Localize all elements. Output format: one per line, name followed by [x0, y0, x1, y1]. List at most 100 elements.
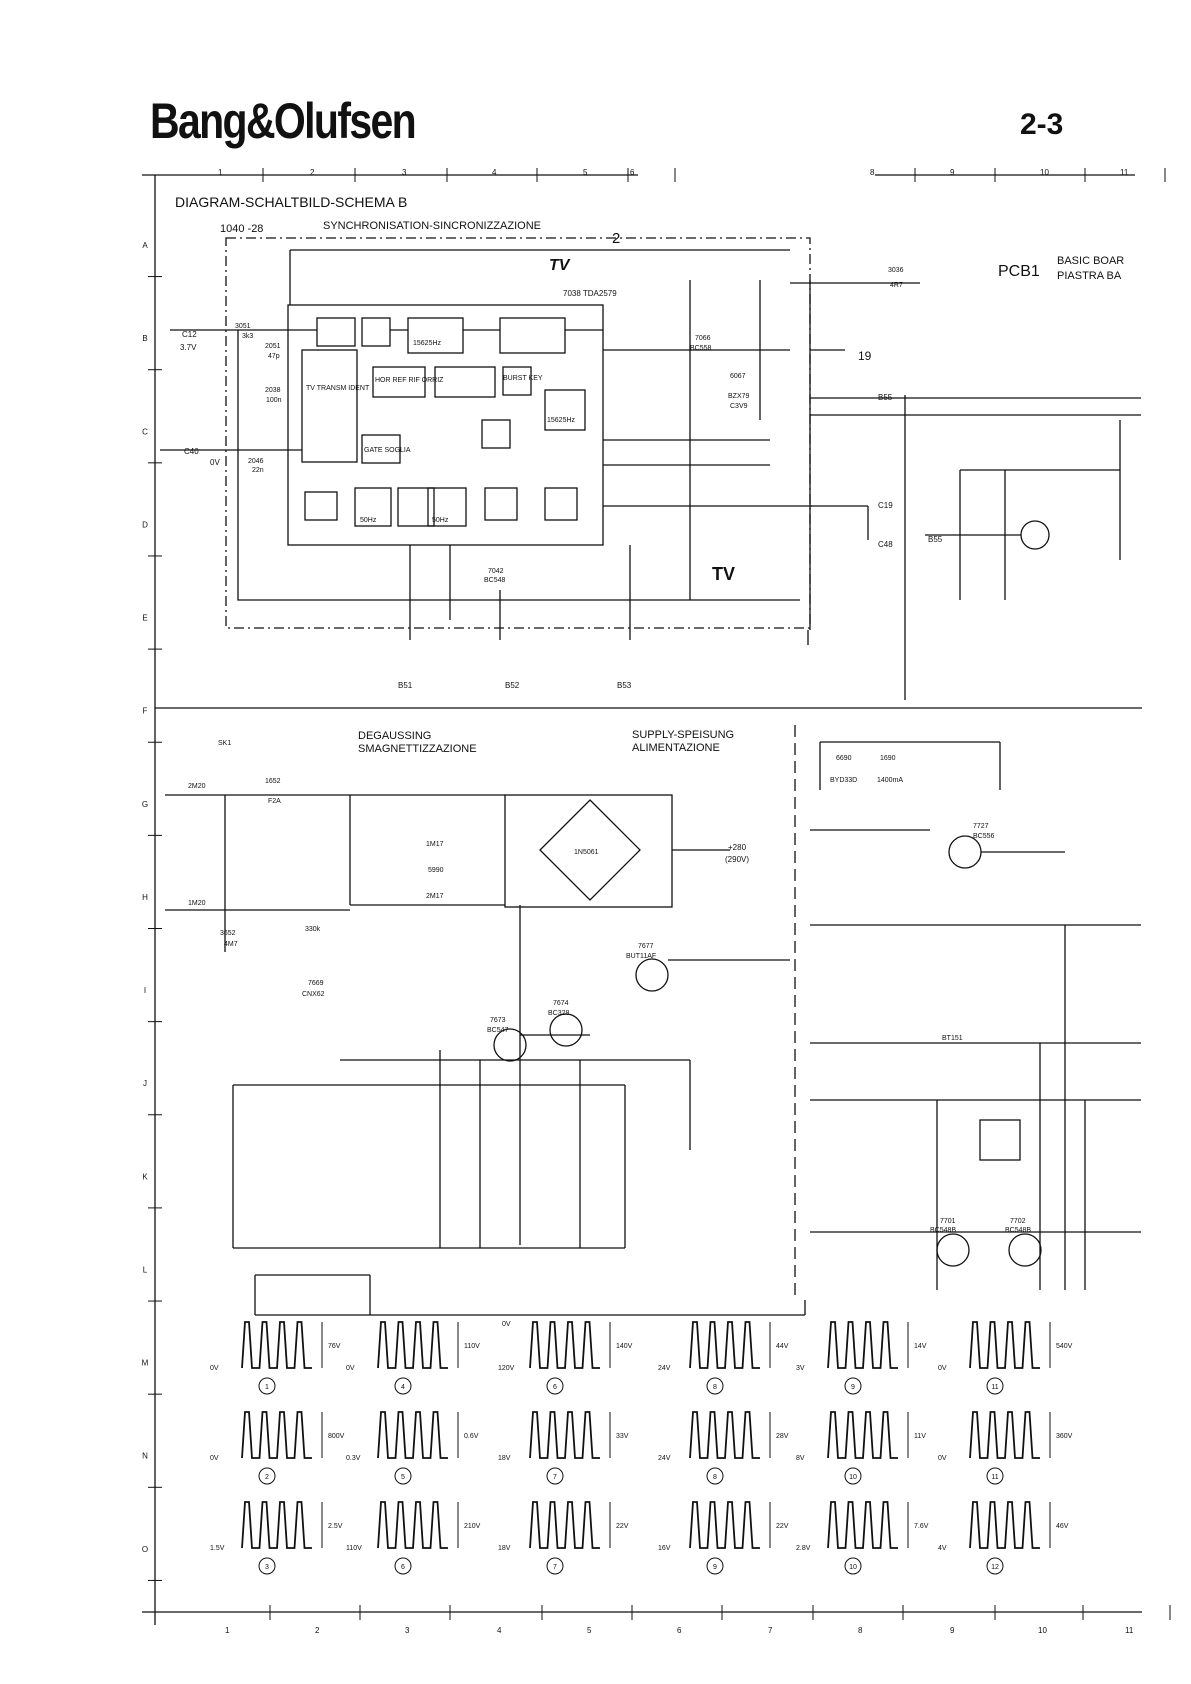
waveform-amplitude-label: 800V	[328, 1433, 345, 1440]
v-280: +280	[728, 843, 747, 852]
comp-2038: 2038	[265, 387, 281, 394]
waveform-trace	[969, 1501, 1040, 1549]
waveform-id-circle	[546, 1557, 564, 1575]
waveform-id-label: 7	[553, 1474, 557, 1481]
ruler-left-label: A	[142, 241, 148, 250]
sk1-label: SK1	[218, 740, 231, 747]
comp-3652: 3652	[220, 930, 236, 937]
waveform-trace	[689, 1411, 760, 1459]
waveform-amplitude-label: 28V	[776, 1433, 789, 1440]
waveform-id-circle	[258, 1377, 276, 1395]
ic-block-15625-b: 15625Hz	[547, 417, 576, 424]
waveform-id-circle	[706, 1467, 724, 1485]
waveform-id-circle	[394, 1557, 412, 1575]
comp-7701: 7701	[940, 1218, 956, 1225]
comp-2m17: 2M17	[426, 893, 444, 900]
waveform-amplitude-label: 7.6V	[914, 1523, 929, 1530]
waveform-id-circle	[546, 1377, 564, 1395]
comp-byd33d: BYD33D	[830, 777, 857, 784]
waveform-id-circle	[258, 1557, 276, 1575]
waveform-id-label: 10	[849, 1474, 857, 1481]
brand-logo-text: Bang&Olufsen	[150, 93, 417, 149]
board-code: 1040 -28	[220, 223, 263, 235]
waveform-id-label: 2	[265, 1474, 269, 1481]
waveform-baseline-label: 2.8V	[796, 1545, 811, 1552]
comp-6690: 6690	[836, 755, 852, 762]
waveform-trace	[377, 1321, 448, 1369]
ruler-top-label: 10	[1040, 168, 1049, 177]
comp-bt151: BT151	[942, 1035, 963, 1042]
waveform-id-circle	[844, 1377, 862, 1395]
waveform-trace	[529, 1321, 600, 1369]
pcb-desc-2: PIASTRA BA	[1057, 270, 1122, 282]
waveform-amplitude-label: 11V	[914, 1433, 926, 1440]
ruler-left-label: J	[143, 1079, 147, 1088]
ruler-top-label: 9	[950, 168, 955, 177]
waveform-amplitude-label: 14V	[914, 1343, 927, 1350]
comp-100n: 100n	[266, 397, 282, 404]
ruler-left-label: G	[142, 800, 148, 809]
comp-bc548: BC548	[484, 577, 506, 584]
waveform-panel: 2.5V1.5V3	[210, 1501, 343, 1575]
ruler-bottom-label: 8	[858, 1626, 863, 1635]
waveform-amplitude-label: 22V	[616, 1523, 629, 1530]
ruler-bottom-label: 4	[497, 1626, 502, 1635]
waveform-id-label: 5	[401, 1474, 405, 1481]
ruler-bottom-label: 10	[1038, 1626, 1047, 1635]
ruler-left-label: F	[143, 707, 148, 716]
conn-c19: C19	[878, 501, 893, 510]
waveform-id-label: 9	[851, 1384, 855, 1391]
v-280-290: (290V)	[725, 855, 749, 864]
comp-1690: 1690	[880, 755, 896, 762]
waveform-amplitude-label: 360V	[1056, 1433, 1073, 1440]
comp-7673: 7673	[490, 1017, 506, 1024]
conn-c48: C48	[878, 540, 893, 549]
ruler-bottom-label: 9	[950, 1626, 955, 1635]
ruler-bottom-label: 6	[677, 1626, 682, 1635]
section-sync-title: SYNCHRONISATION-SINCRONIZZAZIONE	[323, 220, 541, 232]
comp-4m7: 4M7	[224, 941, 238, 948]
ic-block-gate: GATE SOGLIA	[364, 447, 411, 454]
waveform-id-circle	[706, 1557, 724, 1575]
ruler-left-label: D	[142, 520, 148, 529]
waveform-amplitude-label: 0.6V	[464, 1433, 479, 1440]
waveform-baseline-label: 0V	[210, 1365, 219, 1372]
waveform-id-circle	[394, 1467, 412, 1485]
section-supply-title-2: ALIMENTAZIONE	[632, 742, 720, 754]
section-degauss-title-2: SMAGNETTIZZAZIONE	[358, 743, 477, 755]
v-c12: 3.7V	[180, 343, 197, 352]
page-number: 2-3	[1020, 108, 1064, 141]
ic-block-50hz-a: 50Hz	[360, 517, 377, 524]
ruler-bottom-label: 2	[315, 1626, 320, 1635]
section-supply-title-1: SUPPLY-SPEISUNG	[632, 729, 734, 741]
conn-c40: C40	[184, 447, 199, 456]
comp-f2a: F2A	[268, 798, 281, 805]
comp-330k: 330k	[305, 926, 321, 933]
ruler-left-label: E	[142, 614, 147, 623]
waveform-trace	[689, 1501, 760, 1549]
waveform-trace	[241, 1501, 312, 1549]
tv-badge-1: TV	[549, 257, 571, 274]
waveform-amplitude-label: 33V	[616, 1433, 629, 1440]
waveform-baseline-label: 4V	[938, 1545, 947, 1552]
waveform-baseline-label: 18V	[498, 1545, 511, 1552]
waveform-id-label: 8	[713, 1474, 717, 1481]
waveform-id-circle	[394, 1377, 412, 1395]
comp-7727: 7727	[973, 823, 989, 830]
ic-block-tv-transm: TV TRANSM IDENT	[306, 385, 370, 392]
conn-b55-a: B55	[878, 393, 893, 402]
conn-b51: B51	[398, 681, 413, 690]
waveform-amplitude-label: 140V	[616, 1343, 633, 1350]
waveform-baseline-label: 8V	[796, 1455, 805, 1462]
